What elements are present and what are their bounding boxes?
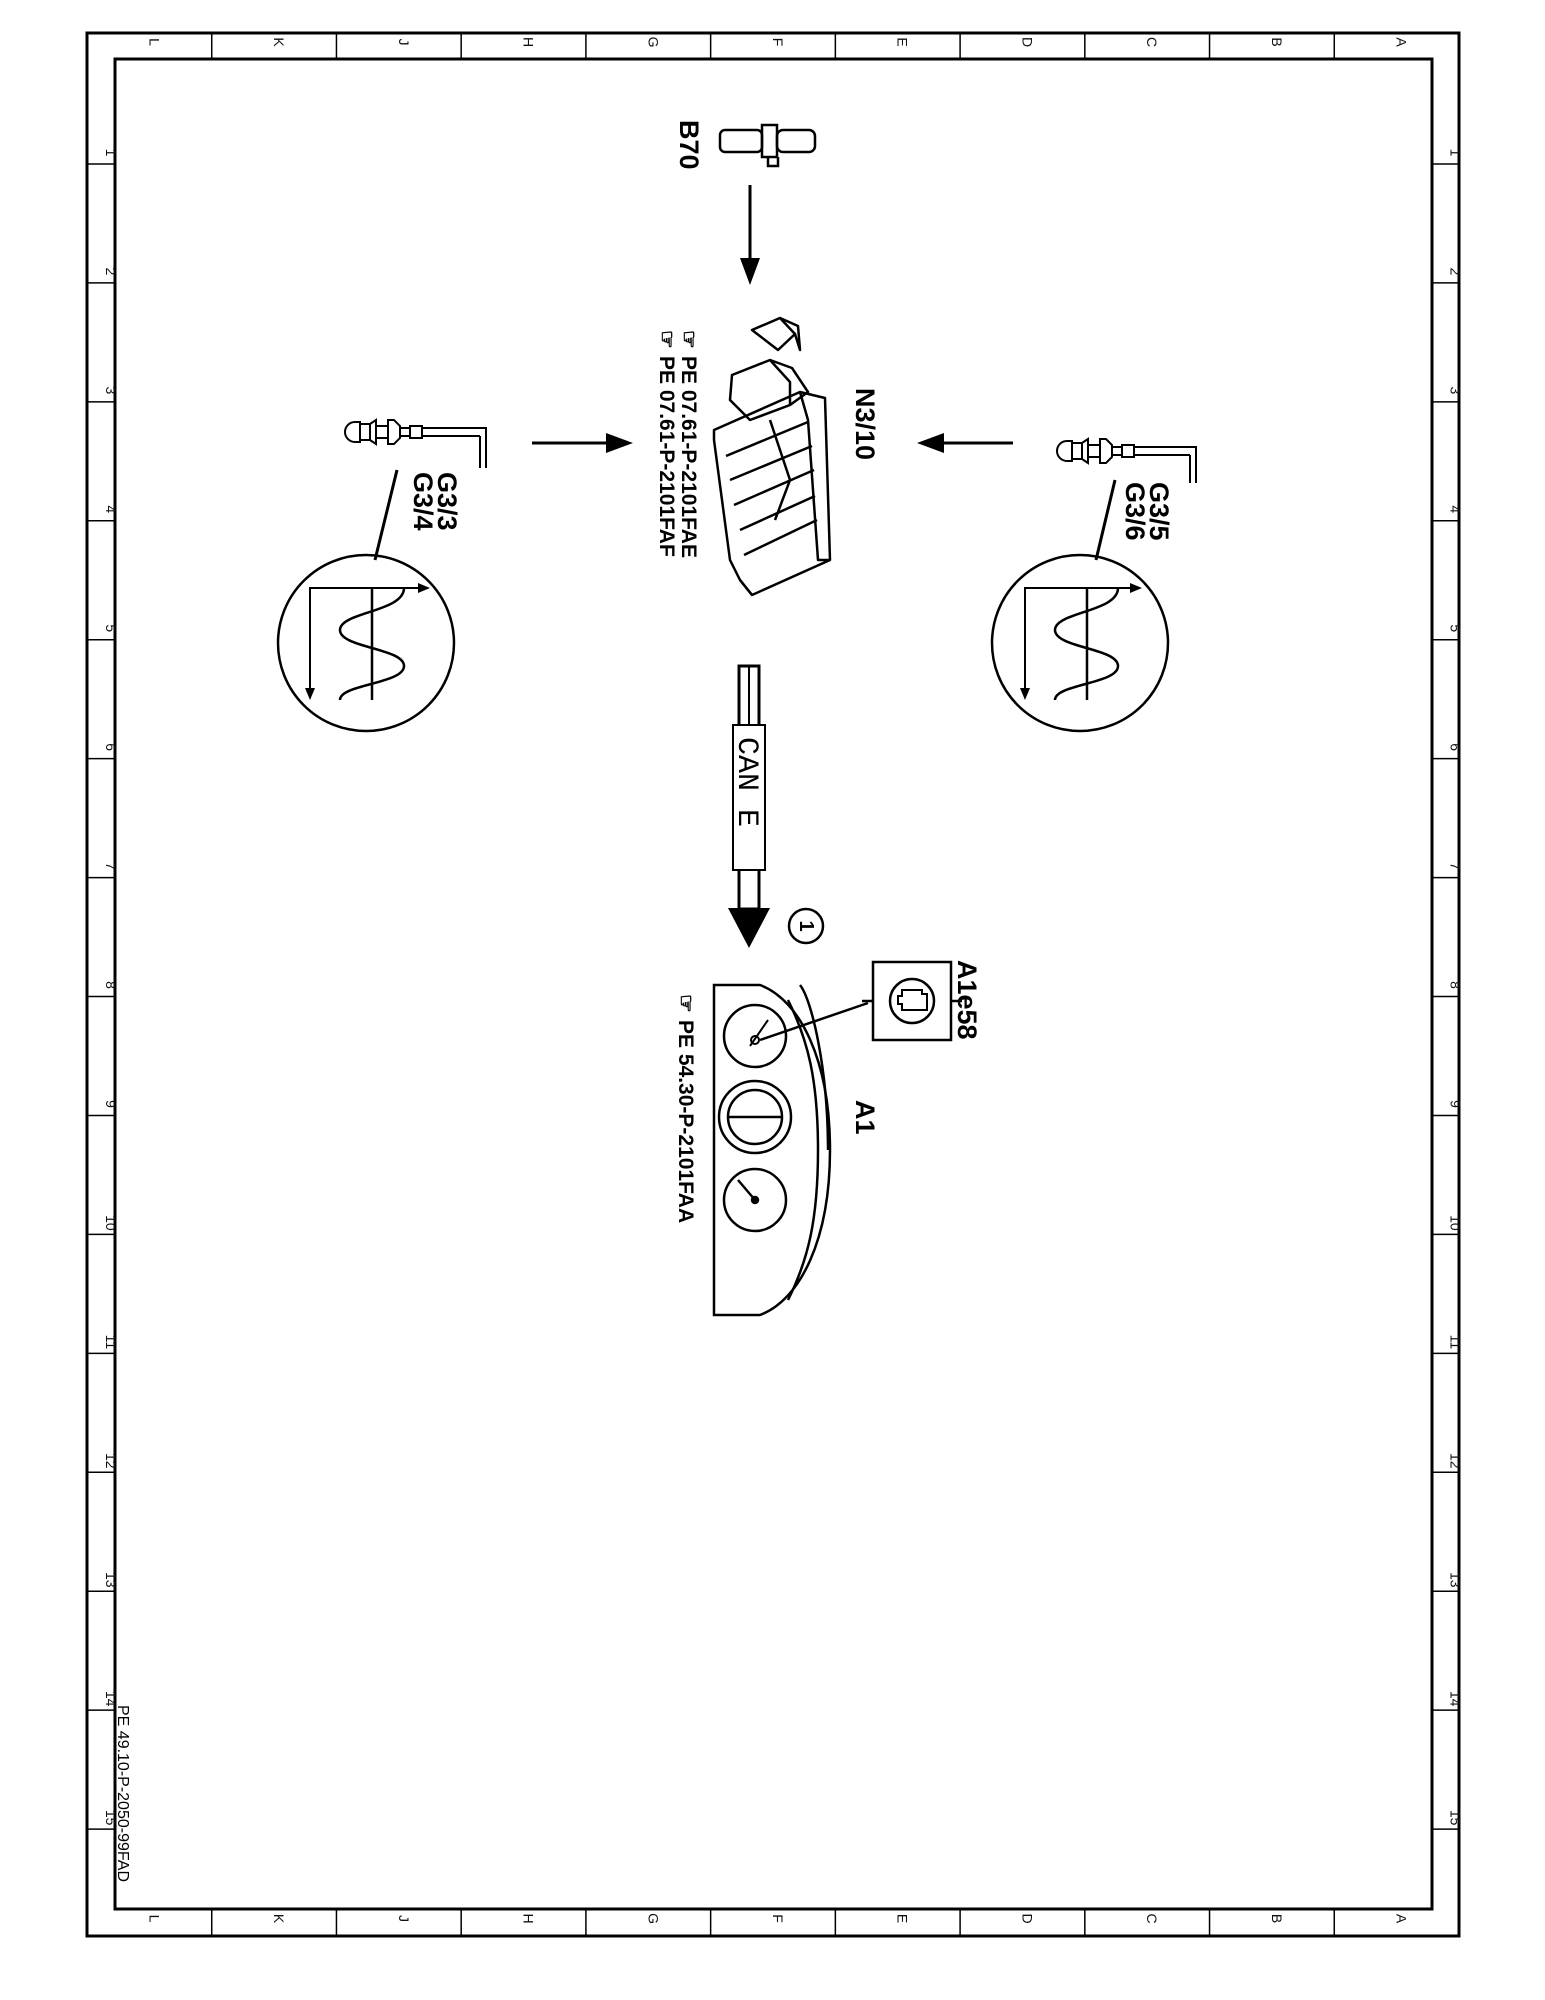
a1e58-label: A1e58 [952,960,982,1040]
can-e-bus-arrow [728,664,770,948]
callout-1-text: 1 [795,920,817,931]
zone-number-right: 11 [1448,1335,1464,1350]
zone-number-right: 14 [1448,1691,1464,1707]
n3-10-label: N3/10 [850,388,880,460]
zone-number-left: 5 [103,624,119,632]
callout-1: 1 [787,907,825,945]
zone-letter-bottom: L [146,1915,162,1923]
g3-3-label: G3/3 [432,472,462,531]
left-signal-circle [276,553,456,733]
a1-label: A1 [850,1100,880,1135]
zone-number-right: 5 [1448,624,1464,632]
zone-letter-bottom: D [1019,1913,1035,1923]
zone-number-left: 7 [103,862,119,870]
zone-number-right: 1 [1448,149,1464,157]
ecu-ref-2-text: PE 07.61-P-2101FAF [655,356,678,557]
zone-letter-bottom: B [1269,1914,1285,1923]
zone-number-right: 13 [1448,1572,1464,1588]
b70-label: B70 [674,120,704,170]
zone-letter-top: D [1019,37,1035,47]
zone-letter-bottom: G [645,1913,661,1924]
cluster-ref-text: PE 54.30-P-2101FAA [674,1020,697,1223]
o2-sensor-g3-3-g3-4 [343,418,487,468]
zone-letter-bottom: A [1394,1914,1410,1924]
zone-letter-top: F [770,38,786,47]
ecu-reference-2: ☞ PE 07.61-P-2101FAF [655,330,678,557]
zone-number-left: 11 [103,1335,119,1350]
zone-letter-top: L [146,38,162,46]
a1e58-check-engine-lamp [862,960,962,1042]
zone-letter-top: B [1269,37,1285,46]
ecu-reference-1: ☞ PE 07.61-P-2101FAE [677,330,700,558]
zone-number-right: 7 [1448,862,1464,870]
zone-letter-bottom: K [271,1914,287,1924]
zone-number-left: 8 [103,981,119,989]
zone-letter-bottom: F [770,1914,786,1923]
zone-number-left: 13 [103,1572,119,1588]
document-ref-icon: ☞ [674,994,697,1013]
b70-to-ecu-arrow [740,185,760,285]
zone-number-left: 2 [103,268,119,276]
n3-10-ecu [712,316,832,597]
zone-number-left: 6 [103,743,119,751]
zone-number-left: 9 [103,1100,119,1108]
right-sensor-leader [1094,479,1117,561]
zone-number-left: 15 [103,1810,119,1826]
a1-instrument-cluster [712,983,832,1317]
left-sensor-leader [373,469,399,561]
can-e-label: CAN E [729,737,763,827]
zone-letter-top: G [645,37,661,48]
b70-sensor [718,123,817,168]
zone-number-right: 3 [1448,386,1464,394]
ecu-ref-1-text: PE 07.61-P-2101FAE [677,356,700,558]
zone-number-right: 8 [1448,981,1464,989]
zone-number-left: 1 [103,149,119,157]
zone-number-left: 14 [103,1691,119,1707]
zone-number-left: 10 [103,1215,119,1231]
zone-letter-top: C [1144,37,1160,47]
document-id: PE 49.10-P-2050-99FAD [114,1705,131,1882]
zone-letter-bottom: J [396,1915,412,1922]
cluster-reference: ☞ PE 54.30-P-2101FAA [674,994,697,1223]
zone-letter-top: K [271,37,287,47]
g3-5-label: G3/5 [1144,482,1174,541]
zone-letter-bottom: E [895,1914,911,1923]
outer-frame [85,31,1461,1938]
zone-number-right: 2 [1448,268,1464,276]
zone-number-right: 4 [1448,505,1464,513]
zone-letter-top: A [1394,37,1410,47]
a1e58-pointer [749,1019,769,1047]
zone-grid [87,33,1459,1936]
zone-letter-top: H [521,37,537,47]
zone-number-left: 3 [103,386,119,394]
document-ref-icon: ☞ [655,330,678,349]
g3-6-label: G3/6 [1120,482,1150,541]
inner-frame [113,57,1434,1911]
zone-number-right: 9 [1448,1100,1464,1108]
zone-number-right: 6 [1448,743,1464,751]
g3-4-label: G3/4 [408,472,438,531]
right-sensor-to-ecu-arrow [917,433,1013,453]
zone-number-right: 10 [1448,1215,1464,1231]
zone-letter-top: E [895,37,911,46]
zone-number-right: 15 [1448,1810,1464,1826]
zone-number-left: 4 [103,505,119,513]
a1e58-leader [759,1001,869,1042]
zone-letter-bottom: H [521,1913,537,1923]
zone-number-left: 12 [103,1453,119,1469]
zone-letter-top: J [396,39,412,46]
zone-letter-bottom: C [1144,1913,1160,1923]
zone-number-right: 12 [1448,1453,1464,1469]
document-ref-icon: ☞ [677,330,700,349]
left-sensor-to-ecu-arrow [532,433,633,453]
o2-sensor-g3-5-g3-6 [1055,437,1197,483]
right-signal-circle [990,553,1170,733]
